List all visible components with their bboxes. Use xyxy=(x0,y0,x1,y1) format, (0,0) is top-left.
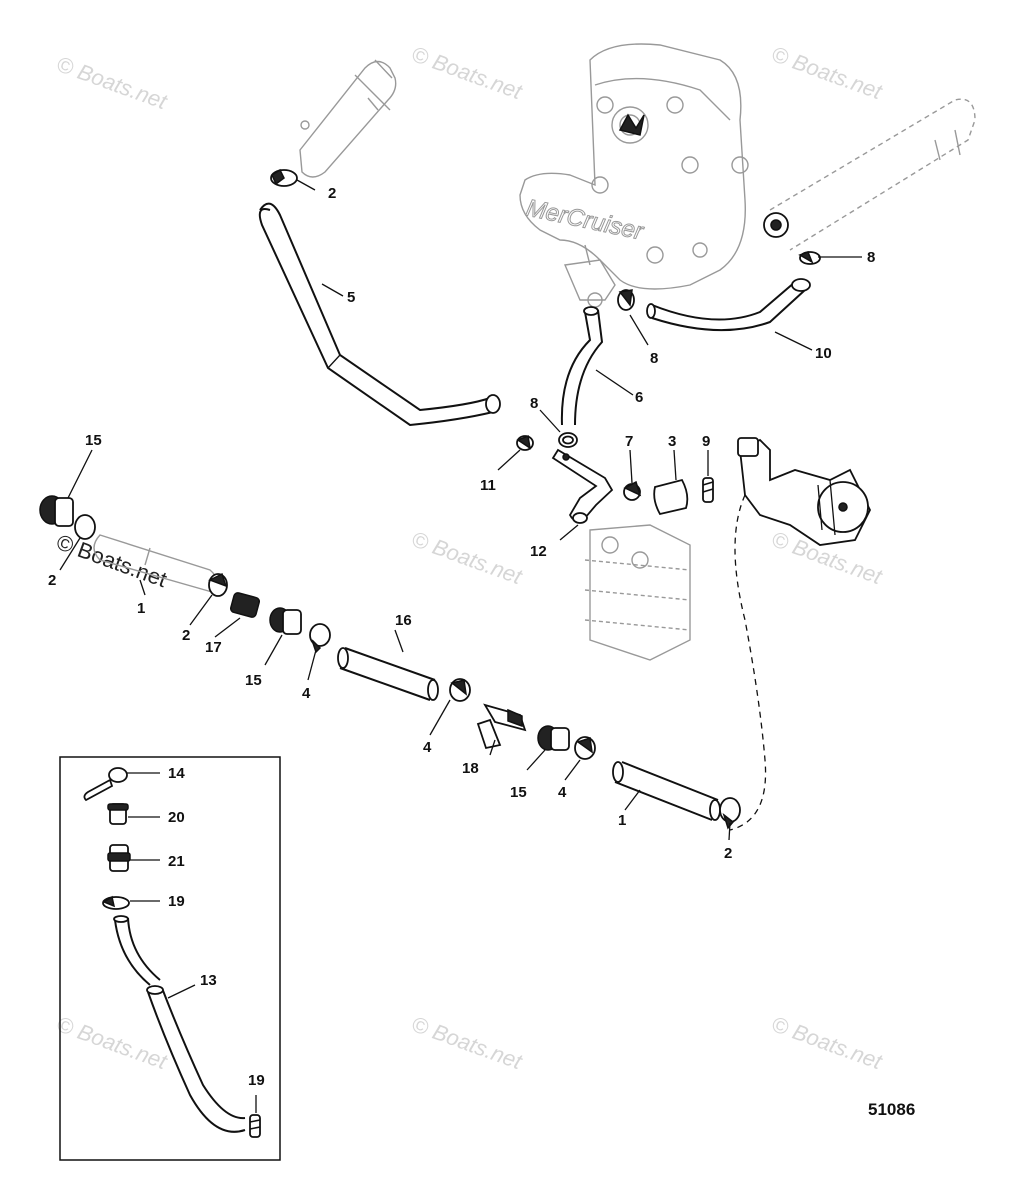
clamp-7 xyxy=(623,480,642,501)
watermark: © Boats.net xyxy=(408,526,526,589)
clamp-4-left xyxy=(309,623,331,654)
riser-ghost xyxy=(299,59,397,178)
inset-box xyxy=(59,756,281,1161)
fitting-15-right xyxy=(537,725,570,751)
clamp-2-left xyxy=(74,514,96,540)
hose-5 xyxy=(258,202,501,427)
hose-1-right xyxy=(612,761,721,821)
callout-21: 21 xyxy=(168,853,185,870)
ring-8 xyxy=(558,432,578,448)
tee-fitting-18 xyxy=(476,703,527,750)
callout-13: 13 xyxy=(200,972,217,989)
hose-13 xyxy=(113,915,246,1133)
callout-2: 2 xyxy=(182,627,190,644)
callout-2: 2 xyxy=(328,185,336,202)
callout-8: 8 xyxy=(650,350,658,367)
clamp-2-top xyxy=(270,168,298,187)
fitting-17 xyxy=(230,592,260,618)
callout-2: 2 xyxy=(48,572,56,589)
callout-5: 5 xyxy=(347,289,355,306)
callout-1: 1 xyxy=(618,812,626,829)
clamp-9 xyxy=(702,477,714,503)
clamp-8-right xyxy=(798,251,821,265)
fitting-15-left xyxy=(39,495,74,527)
hose-10 xyxy=(646,278,811,332)
callout-19: 19 xyxy=(168,893,185,910)
callout-4: 4 xyxy=(558,784,567,801)
clamp-4-mid xyxy=(449,678,471,702)
fitting-20 xyxy=(107,803,129,825)
callout-14: 14 xyxy=(168,765,185,782)
clamp-2-mid xyxy=(208,572,228,597)
callout-3: 3 xyxy=(668,433,676,450)
callout-18: 18 xyxy=(462,760,479,777)
callout-17: 17 xyxy=(205,639,222,656)
hose-16 xyxy=(337,647,439,701)
callout-12: 12 xyxy=(530,543,547,560)
clamp-19-top xyxy=(102,895,130,910)
watermark: © Boats.net xyxy=(768,1011,886,1074)
coupler-3 xyxy=(653,478,689,516)
watermarks: © Boats.net © Boats.net © Boats.net © Bo… xyxy=(53,41,886,1074)
pump-housing xyxy=(584,524,691,661)
callout-labels: 2 5 8 10 8 6 8 11 7 3 9 12 15 2 1 2 17 1… xyxy=(48,185,875,1089)
mercruiser-logo: MerCruiser xyxy=(524,194,647,245)
callout-7: 7 xyxy=(625,433,633,450)
clamp-11 xyxy=(516,434,534,451)
callout-10: 10 xyxy=(815,345,832,362)
fitting-21 xyxy=(107,844,131,872)
watermark: © Boats.net xyxy=(53,1011,171,1074)
callout-11: 11 xyxy=(480,477,496,494)
cap-14 xyxy=(83,767,128,802)
callout-4: 4 xyxy=(302,685,311,702)
fitting-15-mid xyxy=(269,607,302,635)
callout-15: 15 xyxy=(245,672,262,689)
leader-lines xyxy=(59,179,862,1113)
callout-6: 6 xyxy=(635,389,643,406)
watermark: © Boats.net xyxy=(408,1011,526,1074)
callout-2: 2 xyxy=(724,845,732,862)
callout-1: 1 xyxy=(137,600,145,617)
callout-20: 20 xyxy=(168,809,185,826)
callout-15: 15 xyxy=(510,784,527,801)
watermark: © Boats.net xyxy=(408,41,526,104)
watermark: © Boats.net xyxy=(53,51,171,114)
elbow-fitting-12 xyxy=(551,448,614,524)
callout-19: 19 xyxy=(248,1072,265,1089)
exhaust-pipe-right xyxy=(763,98,976,251)
callout-9: 9 xyxy=(702,433,710,450)
hose-6 xyxy=(560,306,604,426)
clamp-4-right xyxy=(574,736,596,760)
clamp-8-middle xyxy=(617,289,635,311)
callout-8: 8 xyxy=(530,395,538,412)
callout-8: 8 xyxy=(867,249,875,266)
diagram-number: 51086 xyxy=(868,1100,915,1119)
clamp-19-bottom xyxy=(249,1114,261,1138)
callout-4: 4 xyxy=(423,739,432,756)
exhaust-manifold: MerCruiser xyxy=(519,43,749,308)
callout-16: 16 xyxy=(395,612,412,629)
callout-15: 15 xyxy=(85,432,102,449)
routing-dashed-line xyxy=(729,494,767,831)
seawater-pump xyxy=(737,437,872,546)
watermark: © Boats.net xyxy=(768,41,886,104)
